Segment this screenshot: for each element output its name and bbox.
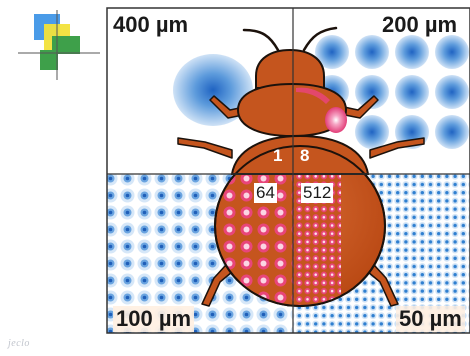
- count-label-8: 8: [300, 146, 309, 166]
- count-label-512: 512: [301, 183, 333, 203]
- count-label-1: 1: [273, 146, 282, 166]
- logo-icon: [18, 10, 100, 80]
- label-200um: 200 µm: [382, 12, 457, 38]
- label-400um: 400 µm: [113, 12, 188, 38]
- beetle-head: [256, 50, 324, 88]
- publisher-credit: jeclo: [8, 338, 30, 349]
- count-label-64: 64: [254, 183, 277, 203]
- label-50um: 50 µm: [396, 306, 465, 332]
- label-100um: 100 µm: [113, 306, 194, 332]
